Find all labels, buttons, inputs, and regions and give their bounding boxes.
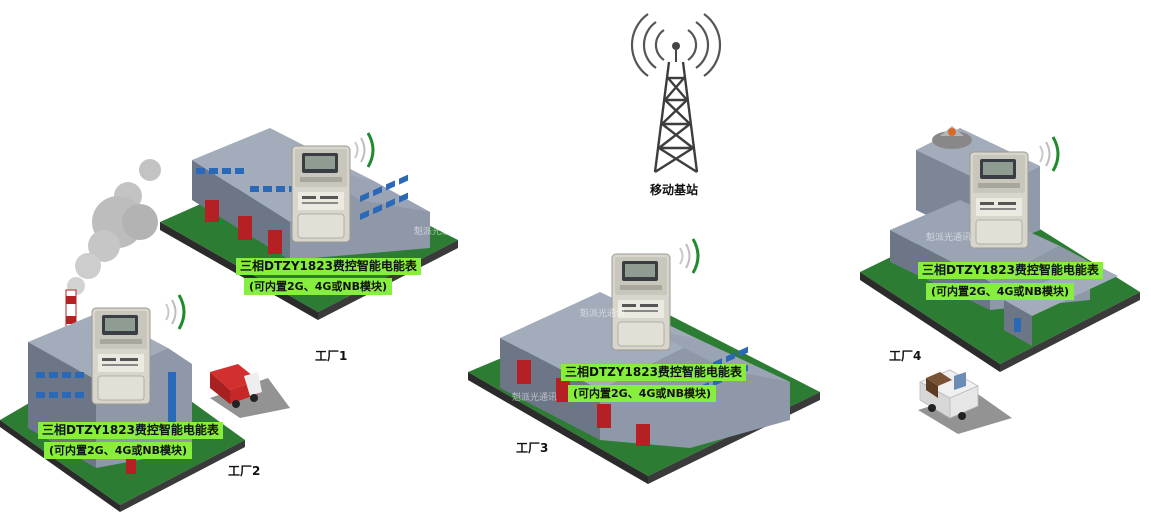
- meter-label-factory-2: 三相DTZY1823费控智能电能表: [38, 422, 223, 439]
- meter-sublabel-factory-2: (可内置2G、4G或NB模块): [44, 442, 193, 459]
- meter-label-factory-4: 三相DTZY1823费控智能电能表: [918, 262, 1103, 279]
- factory-1-label: 工厂1: [315, 349, 348, 363]
- meter-sublabel-factory-1: (可内置2G、4G或NB模块): [244, 278, 393, 295]
- meter-sublabel-factory-3: (可内置2G、4G或NB模块): [568, 385, 717, 402]
- meter-label-factory-1: 三相DTZY1823费控智能电能表: [236, 258, 421, 275]
- watermark: 魁派光通讯: [414, 227, 460, 237]
- base-station-label: 移动基站: [650, 183, 699, 197]
- meter-sublabel-factory-4: (可内置2G、4G或NB模块): [926, 283, 1075, 300]
- forklift-icon: [918, 369, 1012, 434]
- truck-icon: [210, 364, 290, 418]
- cell-tower-icon: [630, 13, 722, 174]
- watermark: 魁派光通讯: [926, 233, 972, 243]
- roof-fan-icon: [932, 126, 972, 149]
- watermark: 魁派光通讯: [580, 309, 626, 319]
- factory-4-label: 工厂4: [889, 349, 922, 363]
- factory-2-label: 工厂2: [228, 464, 261, 478]
- watermark: 魁派光通讯: [512, 393, 558, 403]
- meter-label-factory-3: 三相DTZY1823费控智能电能表: [561, 364, 746, 381]
- factory-3-label: 工厂3: [516, 441, 549, 455]
- factory-4-building: [860, 126, 1140, 434]
